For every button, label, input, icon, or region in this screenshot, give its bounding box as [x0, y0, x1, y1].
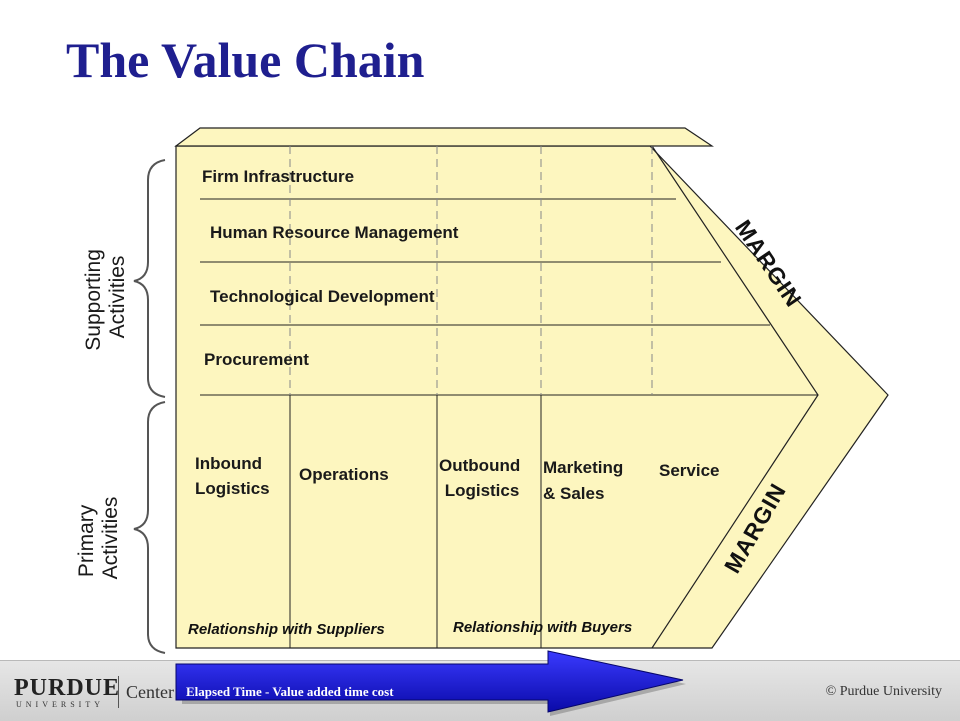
- relationship-suppliers: Relationship with Suppliers: [188, 621, 385, 638]
- support-activity-label: Procurement: [204, 350, 309, 369]
- primary-activity-label: Marketing & Sales: [543, 458, 628, 503]
- primary-activity-label: Service: [659, 461, 720, 480]
- supporting-activities-label: Supporting Activities: [82, 243, 129, 350]
- primary-activities-label: Primary Activities: [75, 497, 122, 580]
- purdue-logo: PURDUE: [14, 675, 120, 701]
- primary-brace: [133, 401, 166, 654]
- primary-activity-label: Inbound Logistics: [195, 454, 270, 498]
- support-activity-label: Firm Infrastructure: [202, 167, 354, 186]
- value-chain-chevron: [175, 145, 889, 649]
- relationship-buyers: Relationship with Buyers: [453, 619, 632, 636]
- footer-divider: [118, 676, 119, 708]
- primary-activity-label: Outbound Logistics: [439, 456, 525, 500]
- chevron-top-bevel: [174, 127, 714, 147]
- supporting-brace: [133, 159, 166, 398]
- footer-copyright: © Purdue University: [825, 684, 942, 699]
- elapsed-time-arrow: [175, 650, 684, 713]
- support-activity-label: Technological Development: [210, 287, 435, 306]
- page-title: The Value Chain: [66, 32, 425, 88]
- primary-activity-label: Operations: [299, 465, 389, 484]
- elapsed-time-label: Elapsed Time - Value added time cost: [186, 684, 394, 699]
- support-activity-label: Human Resource Management: [210, 223, 459, 242]
- purdue-logo-subtitle: UNIVERSITY: [16, 700, 104, 709]
